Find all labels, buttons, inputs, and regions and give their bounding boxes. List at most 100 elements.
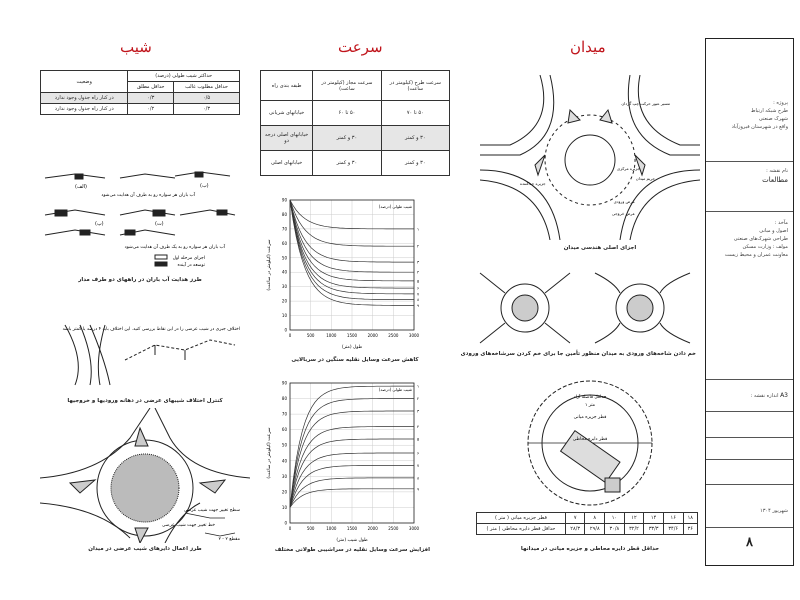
series-line <box>289 199 414 282</box>
y-axis-label: سرعت (کیلومتر در ساعت) <box>266 427 272 478</box>
source-block: مآخذ : اصول و مبانی طراحی شهرک‌های صنعتی… <box>706 219 793 259</box>
series-line <box>289 465 414 508</box>
project-line: طرح شبکه ارتباط <box>750 108 788 114</box>
diameter-row-label: حداقل قطر دایره محاطی ( متر ) <box>476 523 566 535</box>
speed-table-cell: خیابانهای شریانی <box>259 100 314 126</box>
geometry-label: مسیر عبور حرکت چپ گردان <box>621 101 670 106</box>
series-label: ۲ <box>417 244 419 249</box>
cross-slope-diagram: سطح تغییر جهت شیب عرضی خط تغییر جهت شیب … <box>40 408 250 543</box>
diameter-cell: ۱۲ <box>623 512 645 524</box>
cross-slope-note: سطح تغییر جهت شیب عرضی <box>184 508 241 513</box>
series-line <box>289 410 414 508</box>
series-line <box>289 452 414 508</box>
geometry-label: عرض ورودی <box>614 199 635 204</box>
series-label: ۵ <box>417 437 419 442</box>
entry-flare-diagrams <box>479 272 691 344</box>
diameter-label: حداقل فاصله آزاد <box>574 394 607 400</box>
y-tick-label: 70 <box>282 226 288 231</box>
project-line: پروژه : <box>773 100 788 106</box>
series-label: ۶ <box>417 286 419 291</box>
series-line <box>289 477 414 508</box>
source-line: طراحی شهرک‌های صنعتی <box>733 236 788 242</box>
caption-diameter: حداقل قطر دایره محاطی و جزیره میانی در م… <box>520 546 660 552</box>
caption-entry: خم دادن شاخه‌های ورودی به میدان منظور تأ… <box>460 351 696 357</box>
slope-control-note: اختلاف جبری در شیب عرضی را در این نقاط ب… <box>63 326 240 332</box>
slope-title: شیب <box>120 38 152 56</box>
series-line <box>289 426 414 508</box>
x-tick-label: 0 <box>289 333 292 338</box>
series-line <box>289 199 414 273</box>
drainage-legend-1: اجزای مرحله اول <box>173 256 205 261</box>
source-label: مآخذ : <box>774 220 788 226</box>
date: شهریور ۱۳۰۴ <box>760 508 788 514</box>
series-line <box>289 199 414 263</box>
plot-frame <box>289 199 415 331</box>
caption-cross-slope: طرز اعمال دایرهای شیب عرضی در میدان <box>88 546 202 552</box>
slope-table-subcol: حداقل مطلق <box>127 81 175 93</box>
page-number: ۸ <box>746 535 753 550</box>
series-line <box>289 385 414 508</box>
legend-title: شیب طولی (درصد) <box>379 387 413 392</box>
roundabout-title: میدان <box>570 38 606 56</box>
title-block: پروژه : طرح شبکه ارتباط شهرک صنعتی واقع … <box>705 38 794 566</box>
y-tick-label: 20 <box>282 489 288 494</box>
diameter-diagram: قطر جزیره میانی قطر دایره محاطی حداقل فا… <box>527 380 653 506</box>
diameter-row-label: قطر جزیره میانی ( متر ) <box>476 512 566 524</box>
speed-table-cell: ۵۰ تا ۶۰ <box>312 100 382 126</box>
source-line: معاونت عمران و محیط زیست <box>724 252 788 258</box>
diameter-cell: ۲۹/۸ <box>584 523 606 535</box>
scale-block: A3 اندازه نقشه : <box>706 391 793 400</box>
series-line <box>289 438 414 508</box>
geometry-label: حریم میدان <box>636 176 656 181</box>
diameter-cell: ۳۰/۸ <box>604 523 625 535</box>
x-tick-label: 500 <box>307 526 315 531</box>
y-tick-label: 60 <box>282 241 288 246</box>
slope-table-header-state: وضعیت <box>39 70 129 93</box>
diameter-cell: ۲۸/۳ <box>564 523 586 535</box>
slope-table-cell: ۰/۲ <box>127 103 175 115</box>
series-label: ۴ <box>417 270 419 275</box>
cross-slope-note: مقطع ۲ - ۲ <box>218 537 240 542</box>
y-tick-label: 60 <box>282 427 288 432</box>
diameter-cell: ۷ <box>564 512 586 524</box>
diameter-cell: ۳۶ <box>682 523 699 535</box>
series-label: ۹ <box>417 486 419 491</box>
y-tick-label: 20 <box>282 299 288 304</box>
diameter-label: قطر جزیره میانی <box>574 415 607 420</box>
geometry-label: عرض خروجی <box>612 211 635 216</box>
y-tick-label: 40 <box>282 458 288 463</box>
caption-chart2: افزایش سرعت وسایل نقلیه در سراشیبی طولان… <box>274 547 430 553</box>
diameter-cell: ۱۶ <box>662 512 684 524</box>
drainage-mark: (ب) <box>200 183 209 189</box>
speed-table-cell: ۳۰ و کمتر <box>312 125 382 151</box>
geometry-label: جزیره مرکزی <box>617 166 640 171</box>
series-line <box>289 199 414 295</box>
y-tick-label: 70 <box>282 412 288 417</box>
series-label: ۴ <box>417 424 419 429</box>
diameter-cell: ۳۴/۶ <box>662 523 684 535</box>
y-axis-label: سرعت (کیلومتر در ساعت) <box>266 239 272 290</box>
x-tick-label: 2000 <box>368 526 379 531</box>
series-label: ۸ <box>417 475 420 480</box>
x-tick-label: 2500 <box>388 333 399 338</box>
series-line <box>289 199 414 289</box>
legend-title: شیب طولی (درصد) <box>379 204 413 209</box>
speed-table-cell: ۳۰ و کمتر <box>380 150 451 176</box>
slope-table: حداکثر شیب طولی (درصد) وضعیت حداقل مطلوب… <box>39 70 240 115</box>
slope-table-cell: ۰/۵ <box>173 92 240 104</box>
project-line: واقع در شهرستان فیروزآباد <box>731 124 788 130</box>
series-label: ۱ <box>417 226 419 231</box>
section-value: مطالعات <box>762 176 788 184</box>
speed-table-header: سرعت طرح (کیلومتر در ساعت) <box>380 70 451 101</box>
diameter-cell: ۱۸ <box>682 512 699 524</box>
drainage-mark: (ت) <box>155 221 164 227</box>
series-label: ۱ <box>417 384 419 389</box>
drainage-diagrams: (الف) (ب) (پ) (ت) آب باران هر سواره رو ب… <box>44 171 236 268</box>
diameter-table: ۱۸ ۱۶ ۱۴ ۱۲ ۱۰ ۸ ۷ قطر جزیره میانی ( متر… <box>476 512 699 535</box>
section-label: نام نقشه : <box>766 168 788 174</box>
speed-table-header: طبقه بندی راه <box>259 70 314 101</box>
caption-chart1: کاهش سرعت وسایل نقلیه سنگین در سربالایی <box>291 357 419 363</box>
geometry-label: جزیره جداکننده <box>520 181 546 186</box>
series-label: ۹ <box>417 303 419 308</box>
